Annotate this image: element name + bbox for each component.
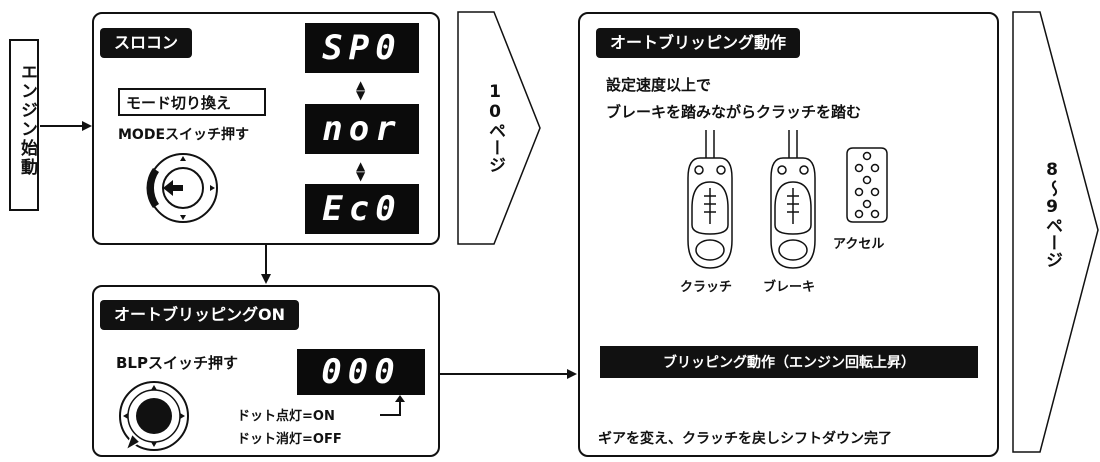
updown-icon-1: ▲▼: [356, 78, 366, 102]
dot-indicator-arrow: [380, 395, 405, 416]
final-step-label: ギアを変え、クラッチを戻しシフトダウン完了: [598, 431, 892, 447]
mode-switch-label: MODEスイッチ押す: [118, 127, 250, 143]
accel-pedal-icon: [846, 147, 888, 223]
brake-pedal-icon: [770, 130, 816, 269]
auto-blip-on-title: オートブリッピングON: [100, 300, 299, 330]
mode-label-box: [118, 88, 266, 116]
page-ref-10-label: 10ページ: [485, 82, 505, 173]
dot-on-label: ドット点灯=ON: [237, 409, 335, 424]
lcd-ec0: Ec0: [305, 184, 419, 234]
pedal-clutch-label: クラッチ: [680, 280, 733, 295]
engine-start-label: エンジン始動: [17, 63, 37, 177]
lcd-000: 000: [297, 349, 425, 395]
blip-banner: [600, 346, 978, 378]
condition-line-2: ブレーキを踏みながらクラッチを踏む: [606, 103, 862, 121]
page-ref-8-9-chevron: [1012, 11, 1099, 453]
blip-banner-label: ブリッピング動作（エンジン回転上昇）: [663, 355, 915, 371]
pedal-brake-label: ブレーキ: [763, 280, 816, 295]
clutch-pedal-icon: [687, 130, 733, 269]
blp-dial-icon: [119, 381, 189, 452]
updown-icon-2: ▲▼: [356, 159, 366, 183]
mode-label: モード切り換え: [126, 94, 232, 112]
lcd-sp0: SP0: [305, 23, 419, 73]
condition-line-1: 設定速度以上で: [606, 76, 712, 94]
surocon-title: スロコン: [100, 28, 193, 58]
engine-start-box: エンジン始動: [9, 39, 39, 211]
lcd-nor: nor: [305, 104, 419, 154]
blp-switch-label: BLPスイッチ押す: [116, 354, 238, 372]
auto-blip-action-title: オートブリッピング動作: [596, 28, 801, 58]
pedal-accel-label: アクセル: [833, 237, 885, 252]
mode-dial-icon: [146, 153, 218, 223]
dot-off-label: ドット消灯=OFF: [237, 432, 342, 447]
page-ref-8-9-label: 8〜9ページ: [1042, 160, 1062, 268]
page-ref-10-chevron: [457, 11, 541, 245]
